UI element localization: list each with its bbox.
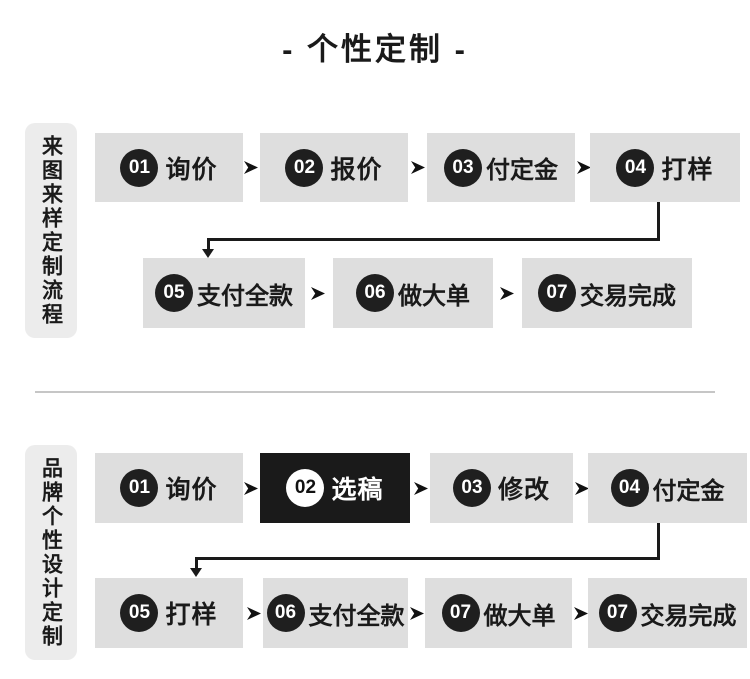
- right-arrow-icon: [574, 607, 588, 620]
- step-label: 报价: [330, 155, 383, 184]
- page-title: - 个性定制 -: [282, 32, 468, 67]
- flow1-step-complete: 07 交易完成: [522, 258, 692, 328]
- right-arrow-icon: [410, 607, 424, 620]
- step-label: 打样: [165, 601, 218, 629]
- step-label: 选稿: [331, 476, 384, 504]
- step-label: 交易完成: [640, 602, 737, 630]
- step-number-badge: 01: [120, 469, 159, 507]
- right-arrow-icon: [577, 161, 591, 174]
- flow2-step-sample: 05 打样: [95, 578, 243, 648]
- step-label: 交易完成: [580, 282, 676, 310]
- flow2-connector-horizontal: [195, 557, 660, 560]
- step-label: 支付全款: [308, 602, 405, 630]
- flow1-step-deposit: 03 付定金: [427, 133, 575, 202]
- step-label: 付定金: [486, 157, 558, 184]
- flow1-connector-drop: [207, 238, 210, 250]
- step-number-badge: 06: [266, 594, 305, 632]
- step-number-badge: 05: [155, 274, 193, 312]
- flow2-step-inquiry: 01 询价: [95, 453, 243, 523]
- step-label: 付定金: [652, 477, 725, 505]
- step-label: 询价: [165, 155, 218, 184]
- right-arrow-icon: [244, 482, 258, 495]
- step-number-badge: 02: [285, 148, 324, 187]
- flow2-connector-vertical: [657, 523, 660, 560]
- step-label: 做大单: [483, 602, 556, 630]
- flow2-step-bulk-order: 07 做大单: [425, 578, 572, 648]
- down-arrowhead-icon: [202, 249, 214, 258]
- step-number-badge: 07: [441, 594, 480, 632]
- right-arrow-icon: [247, 607, 261, 620]
- step-label: 修改: [497, 476, 550, 504]
- step-number-badge: 06: [356, 274, 394, 312]
- right-arrow-icon: [414, 482, 428, 495]
- step-number-badge: 04: [610, 469, 649, 507]
- step-number-badge: 03: [452, 469, 491, 507]
- flow1-step-bulk-order: 06 做大单: [333, 258, 493, 328]
- step-label: 做大单: [398, 282, 470, 310]
- right-arrow-icon: [244, 161, 258, 174]
- flow1-connector-horizontal: [207, 238, 660, 241]
- flow2-step-full-payment: 06 支付全款: [263, 578, 408, 648]
- flow2-side-label-text: 品牌个性设计定制: [39, 456, 63, 649]
- flow1-side-label: 来图来样定制流程: [25, 123, 77, 338]
- right-arrow-icon: [311, 287, 325, 300]
- flow1-step-inquiry: 01 询价: [95, 133, 243, 202]
- step-number-badge: 07: [538, 274, 576, 312]
- step-label: 打样: [661, 155, 714, 184]
- flow2-step-complete: 07 交易完成: [588, 578, 747, 648]
- step-number-badge: 05: [120, 594, 159, 632]
- flow2-step-select-draft: 02 选稿: [260, 453, 410, 523]
- flow1-connector-vertical: [657, 202, 660, 241]
- step-number-badge: 02: [286, 469, 325, 507]
- flow2-connector-drop: [195, 557, 198, 569]
- flow2-step-deposit: 04 付定金: [588, 453, 747, 523]
- right-arrow-icon: [411, 161, 425, 174]
- step-number-badge: 07: [598, 594, 637, 632]
- flow1-step-sample: 04 打样: [590, 133, 740, 202]
- section-divider: [35, 391, 715, 393]
- flow1-step-full-payment: 05 支付全款: [143, 258, 305, 328]
- down-arrowhead-icon: [190, 568, 202, 577]
- step-number-badge: 03: [444, 148, 482, 187]
- flow1-side-label-text: 来图来样定制流程: [39, 134, 63, 327]
- step-label: 询价: [165, 476, 218, 504]
- step-number-badge: 04: [616, 148, 655, 187]
- flow2-step-revise: 03 修改: [430, 453, 573, 523]
- flow1-step-quote: 02 报价: [260, 133, 408, 202]
- flow2-side-label: 品牌个性设计定制: [25, 445, 77, 660]
- right-arrow-icon: [500, 287, 514, 300]
- step-label: 支付全款: [197, 282, 293, 310]
- right-arrow-icon: [575, 482, 589, 495]
- step-number-badge: 01: [120, 148, 159, 187]
